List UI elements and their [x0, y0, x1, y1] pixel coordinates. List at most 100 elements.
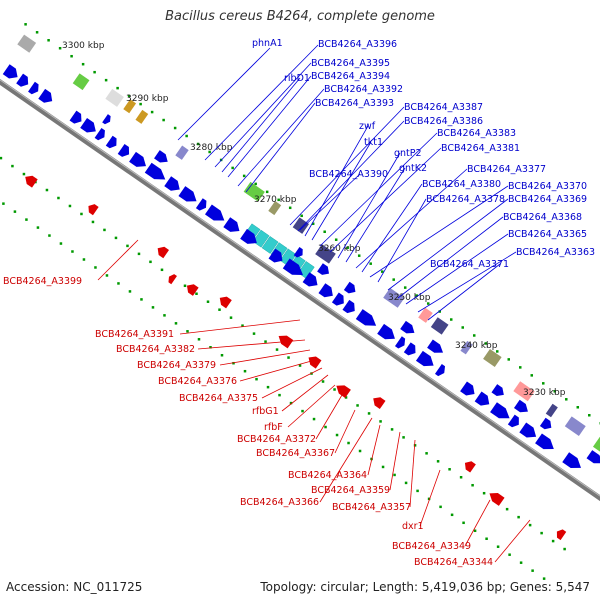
gene-label-reverse[interactable]: rfbG1	[252, 406, 279, 417]
gc-dot	[392, 278, 395, 281]
gc-dot	[209, 346, 212, 349]
gene-label-reverse[interactable]: BCB4264_A3379	[137, 360, 216, 371]
leader-line-forward	[369, 185, 509, 278]
cds-forward-arrow	[403, 342, 416, 356]
gc-dot	[36, 226, 40, 229]
cds-forward-arrow	[434, 364, 446, 377]
gene-label-forward[interactable]: ribD1	[284, 73, 310, 84]
gene-label-forward[interactable]: gntK2	[399, 163, 427, 174]
backbone-line	[0, 78, 600, 502]
gene-label-forward[interactable]: BCB4264_A3390	[309, 169, 388, 180]
gc-dot	[243, 369, 247, 373]
gene-label-forward[interactable]: BCB4264_A3395	[311, 58, 390, 69]
gc-dot	[208, 150, 211, 154]
leader-line-reverse	[287, 384, 336, 428]
gene-label-reverse[interactable]: BCB4264_A3349	[392, 541, 471, 552]
gc-dot	[298, 364, 302, 367]
gc-dot	[335, 433, 339, 437]
gene-label-forward[interactable]: BCB4264_A3387	[404, 102, 483, 113]
gene-label-forward[interactable]: BCB4264_A3386	[404, 116, 483, 127]
gc-dot	[277, 198, 280, 202]
gene-label-forward[interactable]: BCB4264_A3363	[516, 247, 595, 258]
gene-label-forward[interactable]: BCB4264_A3377	[467, 164, 546, 175]
gene-label-reverse[interactable]: rfbF	[264, 422, 283, 433]
cds-forward-arrow	[282, 258, 303, 276]
leader-line-forward	[204, 44, 319, 161]
gene-label-forward[interactable]: phnA1	[252, 38, 283, 49]
gene-label-forward[interactable]: BCB4264_A3396	[318, 39, 397, 50]
gc-dot	[197, 338, 201, 341]
gc-dot	[390, 428, 394, 431]
gene-label-reverse[interactable]: dxr1	[402, 521, 424, 532]
gene-label-forward[interactable]: BCB4264_A3393	[315, 98, 394, 109]
gc-dot	[252, 332, 256, 335]
gc-dot	[542, 577, 546, 580]
gene-label-forward[interactable]: BCB4264_A3392	[324, 84, 403, 95]
gene-label-reverse[interactable]: BCB4264_A3376	[158, 376, 237, 387]
gene-label-reverse[interactable]: BCB4264_A3357	[332, 502, 411, 513]
gc-dot	[229, 316, 233, 319]
gc-dot	[94, 266, 97, 269]
gc-dot	[47, 39, 50, 42]
gc-dot	[346, 246, 349, 249]
gc-dot	[462, 521, 465, 525]
gc-dot	[232, 361, 235, 365]
gene-label-forward[interactable]: BCB4264_A3365	[508, 229, 587, 240]
gene-label-reverse[interactable]: BCB4264_A3375	[179, 393, 258, 404]
gene-label-reverse[interactable]: BCB4264_A3391	[95, 329, 174, 340]
gene-label-forward[interactable]: zwf	[359, 121, 376, 132]
gene-label-forward[interactable]: tkt1	[364, 137, 383, 148]
gc-dot	[287, 356, 290, 359]
feature-box	[17, 34, 37, 53]
cds-forward-arrow	[293, 247, 303, 258]
gene-label-forward[interactable]: BCB4264_A3381	[441, 143, 520, 154]
gene-label-reverse[interactable]: BCB4264_A3359	[311, 485, 390, 496]
gene-label-reverse[interactable]: BCB4264_A3372	[237, 434, 316, 445]
gene-label-reverse[interactable]: BCB4264_A3399	[3, 276, 82, 287]
gene-label-forward[interactable]: BCB4264_A3383	[437, 128, 516, 139]
cds-reverse-arrow	[489, 493, 505, 506]
cds-forward-arrow	[331, 292, 344, 306]
cds-forward-arrow	[268, 248, 283, 263]
gene-label-forward[interactable]: BCB4264_A3368	[503, 212, 582, 223]
cds-forward-arrow	[178, 186, 197, 202]
gene-label-reverse[interactable]: BCB4264_A3364	[288, 470, 367, 481]
gene-label-forward[interactable]: BCB4264_A3394	[311, 71, 390, 82]
gene-label-reverse[interactable]: BCB4264_A3366	[240, 497, 319, 508]
gc-dot	[149, 260, 152, 264]
leader-line-reverse	[315, 394, 343, 440]
cds-reverse-arrow	[308, 356, 322, 369]
gene-label-reverse[interactable]: BCB4264_A3344	[414, 557, 493, 568]
cds-forward-arrow	[377, 323, 395, 340]
gene-label-forward[interactable]: gntP2	[394, 148, 422, 159]
gene-label-forward[interactable]: BCB4264_A3370	[508, 181, 587, 192]
gc-dot	[162, 118, 165, 122]
gc-dot	[71, 250, 74, 253]
gc-dot	[357, 254, 361, 257]
gc-dot	[241, 324, 244, 327]
gc-dot	[163, 314, 166, 317]
gene-label-forward[interactable]: BCB4264_A3371	[430, 259, 509, 270]
gc-dot	[542, 382, 545, 385]
gene-label-forward[interactable]: BCB4264_A3378	[426, 194, 505, 205]
gene-label-forward[interactable]: BCB4264_A3369	[508, 194, 587, 205]
gene-label-forward[interactable]: BCB4264_A3380	[422, 179, 501, 190]
gc-dot	[45, 188, 49, 192]
gene-label-reverse[interactable]: BCB4264_A3367	[256, 448, 335, 459]
label-leader-lines	[97, 44, 531, 563]
gc-dot	[333, 388, 336, 391]
gene-labels: phnA1 BCB4264_A3396 BCB4264_A3395 ribD1 …	[3, 38, 595, 568]
cds-forward-arrow	[474, 391, 490, 406]
gene-label-reverse[interactable]: BCB4264_A3382	[116, 344, 195, 355]
leader-line-forward	[297, 120, 405, 232]
gc-dot	[530, 374, 534, 377]
leader-line-forward	[377, 198, 427, 283]
gc-dot	[381, 465, 385, 469]
cds-forward-arrow	[94, 127, 105, 141]
cds-forward-arrow	[317, 263, 330, 275]
gc-dot	[505, 507, 509, 511]
gc-dot	[508, 553, 511, 556]
gc-dot	[48, 234, 51, 237]
gc-dot	[196, 142, 200, 146]
